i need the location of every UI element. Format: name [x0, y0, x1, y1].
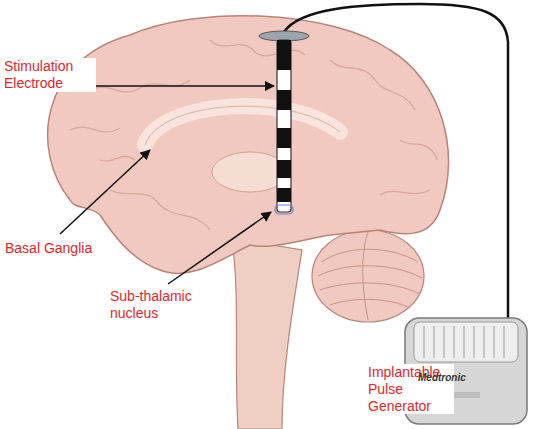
lead-wire	[284, 4, 508, 322]
cerebellum	[312, 230, 424, 322]
corpus-callosum	[145, 106, 340, 145]
part-label: Sub-thalamic nucleus	[108, 288, 208, 322]
gyri	[70, 40, 438, 230]
leader-arrow	[90, 85, 274, 87]
connector-header	[414, 322, 518, 362]
cerebrum	[48, 16, 449, 274]
electrode-contacts	[277, 40, 291, 202]
part-label: Stimulation Electrode	[2, 58, 96, 92]
electrode-tip	[275, 205, 293, 214]
corpus-callosum-edge	[145, 106, 340, 145]
brand-label: Medtronic	[418, 372, 466, 383]
leader-arrow	[168, 212, 271, 284]
brainstem	[232, 238, 302, 429]
stimulation-electrode	[277, 40, 291, 212]
cerebellum-folia	[318, 232, 422, 320]
part-label: Implantable Pulse Generator	[366, 364, 454, 414]
part-label: Basal Ganglia	[3, 240, 94, 257]
header-lines	[424, 326, 504, 358]
leader-arrow	[60, 150, 150, 234]
